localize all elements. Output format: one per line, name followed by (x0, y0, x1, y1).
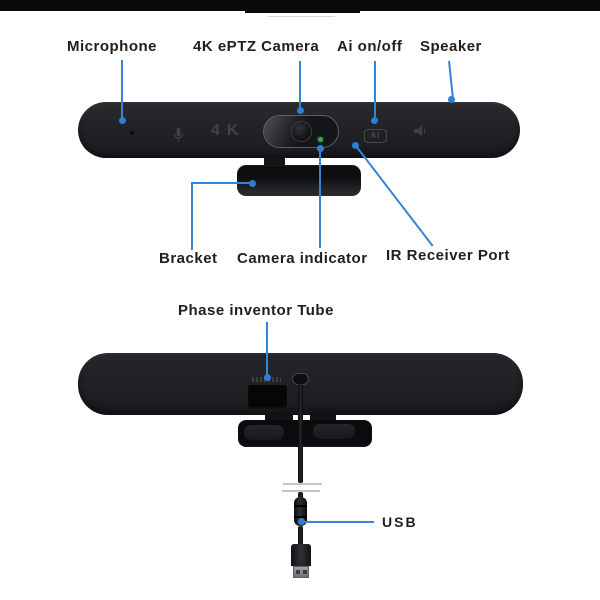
usb-cable-upper (298, 384, 303, 483)
camera-lens (291, 121, 312, 142)
usb-connector-body (291, 544, 311, 566)
ir-receiver-port-label: IR Receiver Port (386, 247, 510, 264)
callout-line-speaker (448, 60, 455, 100)
mount-bracket-back (238, 420, 372, 447)
callout-line-camera-indicator (319, 148, 321, 248)
front-bracket-neck (264, 156, 285, 167)
lens-core (299, 129, 304, 134)
resolution-marking: 4K (211, 122, 246, 139)
bead-stripe (294, 516, 307, 518)
bracket-hinge-tab-left (265, 413, 293, 421)
callout-dot-ai (371, 117, 378, 124)
top-crop-artifact-line (268, 16, 335, 17)
callout-dot-ir-receiver (352, 142, 359, 149)
bracket-label: Bracket (159, 250, 218, 267)
mount-bracket-front (237, 165, 361, 196)
bead-stripe (294, 505, 307, 507)
speaker-label: Speaker (420, 38, 482, 55)
top-crop-strip (0, 0, 600, 11)
usb-pin-slot (296, 570, 300, 574)
cable-break-mark-bottom (282, 490, 320, 492)
usb-cable-middle (298, 492, 303, 499)
camera-lens-module (263, 115, 339, 148)
callout-line-microphone (121, 60, 123, 120)
callout-line-ir-receiver (355, 145, 434, 247)
usb-pin-slot (303, 570, 307, 574)
microphone-hole (130, 131, 134, 135)
callout-dot-speaker (448, 96, 455, 103)
usb-label: USB (382, 514, 418, 530)
callout-dot-phase-inventor-tube (264, 374, 271, 381)
camera-indicator-label: Camera indicator (237, 250, 368, 267)
bracket-pad-right (313, 424, 355, 439)
callout-line-bracket-vertical (191, 182, 193, 250)
callout-dot-microphone (119, 117, 126, 124)
callout-line-ai (374, 61, 376, 121)
callout-dot-usb (298, 518, 305, 525)
speaker-icon (414, 125, 426, 137)
ai-on-off-button: AI (364, 129, 387, 143)
phase-inventor-tube-label: Phase inventor Tube (178, 302, 334, 319)
callout-line-bracket-horizontal (192, 182, 252, 184)
camera-label: 4K ePTZ Camera (193, 38, 320, 55)
cable-break-mark-top (283, 483, 322, 485)
bracket-pad-left (244, 425, 284, 440)
callout-line-camera (299, 61, 301, 111)
callout-dot-camera (297, 107, 304, 114)
usb-cable-lower (298, 526, 303, 545)
ai-on-off-label: Ai on/off (337, 38, 403, 55)
usb-connector-metal (293, 566, 309, 578)
top-crop-strip-bump (245, 11, 360, 13)
callout-dot-bracket (249, 180, 256, 187)
microphone-label: Microphone (67, 38, 157, 55)
bracket-hinge-tab-right (310, 413, 336, 421)
callout-line-phase-inventor-tube (266, 322, 268, 378)
microphone-icon (173, 128, 184, 142)
phase-inverter-tube-port (248, 385, 287, 409)
callout-line-usb (303, 521, 374, 523)
camera-indicator-led (318, 137, 323, 142)
callout-dot-camera-indicator (317, 145, 324, 152)
